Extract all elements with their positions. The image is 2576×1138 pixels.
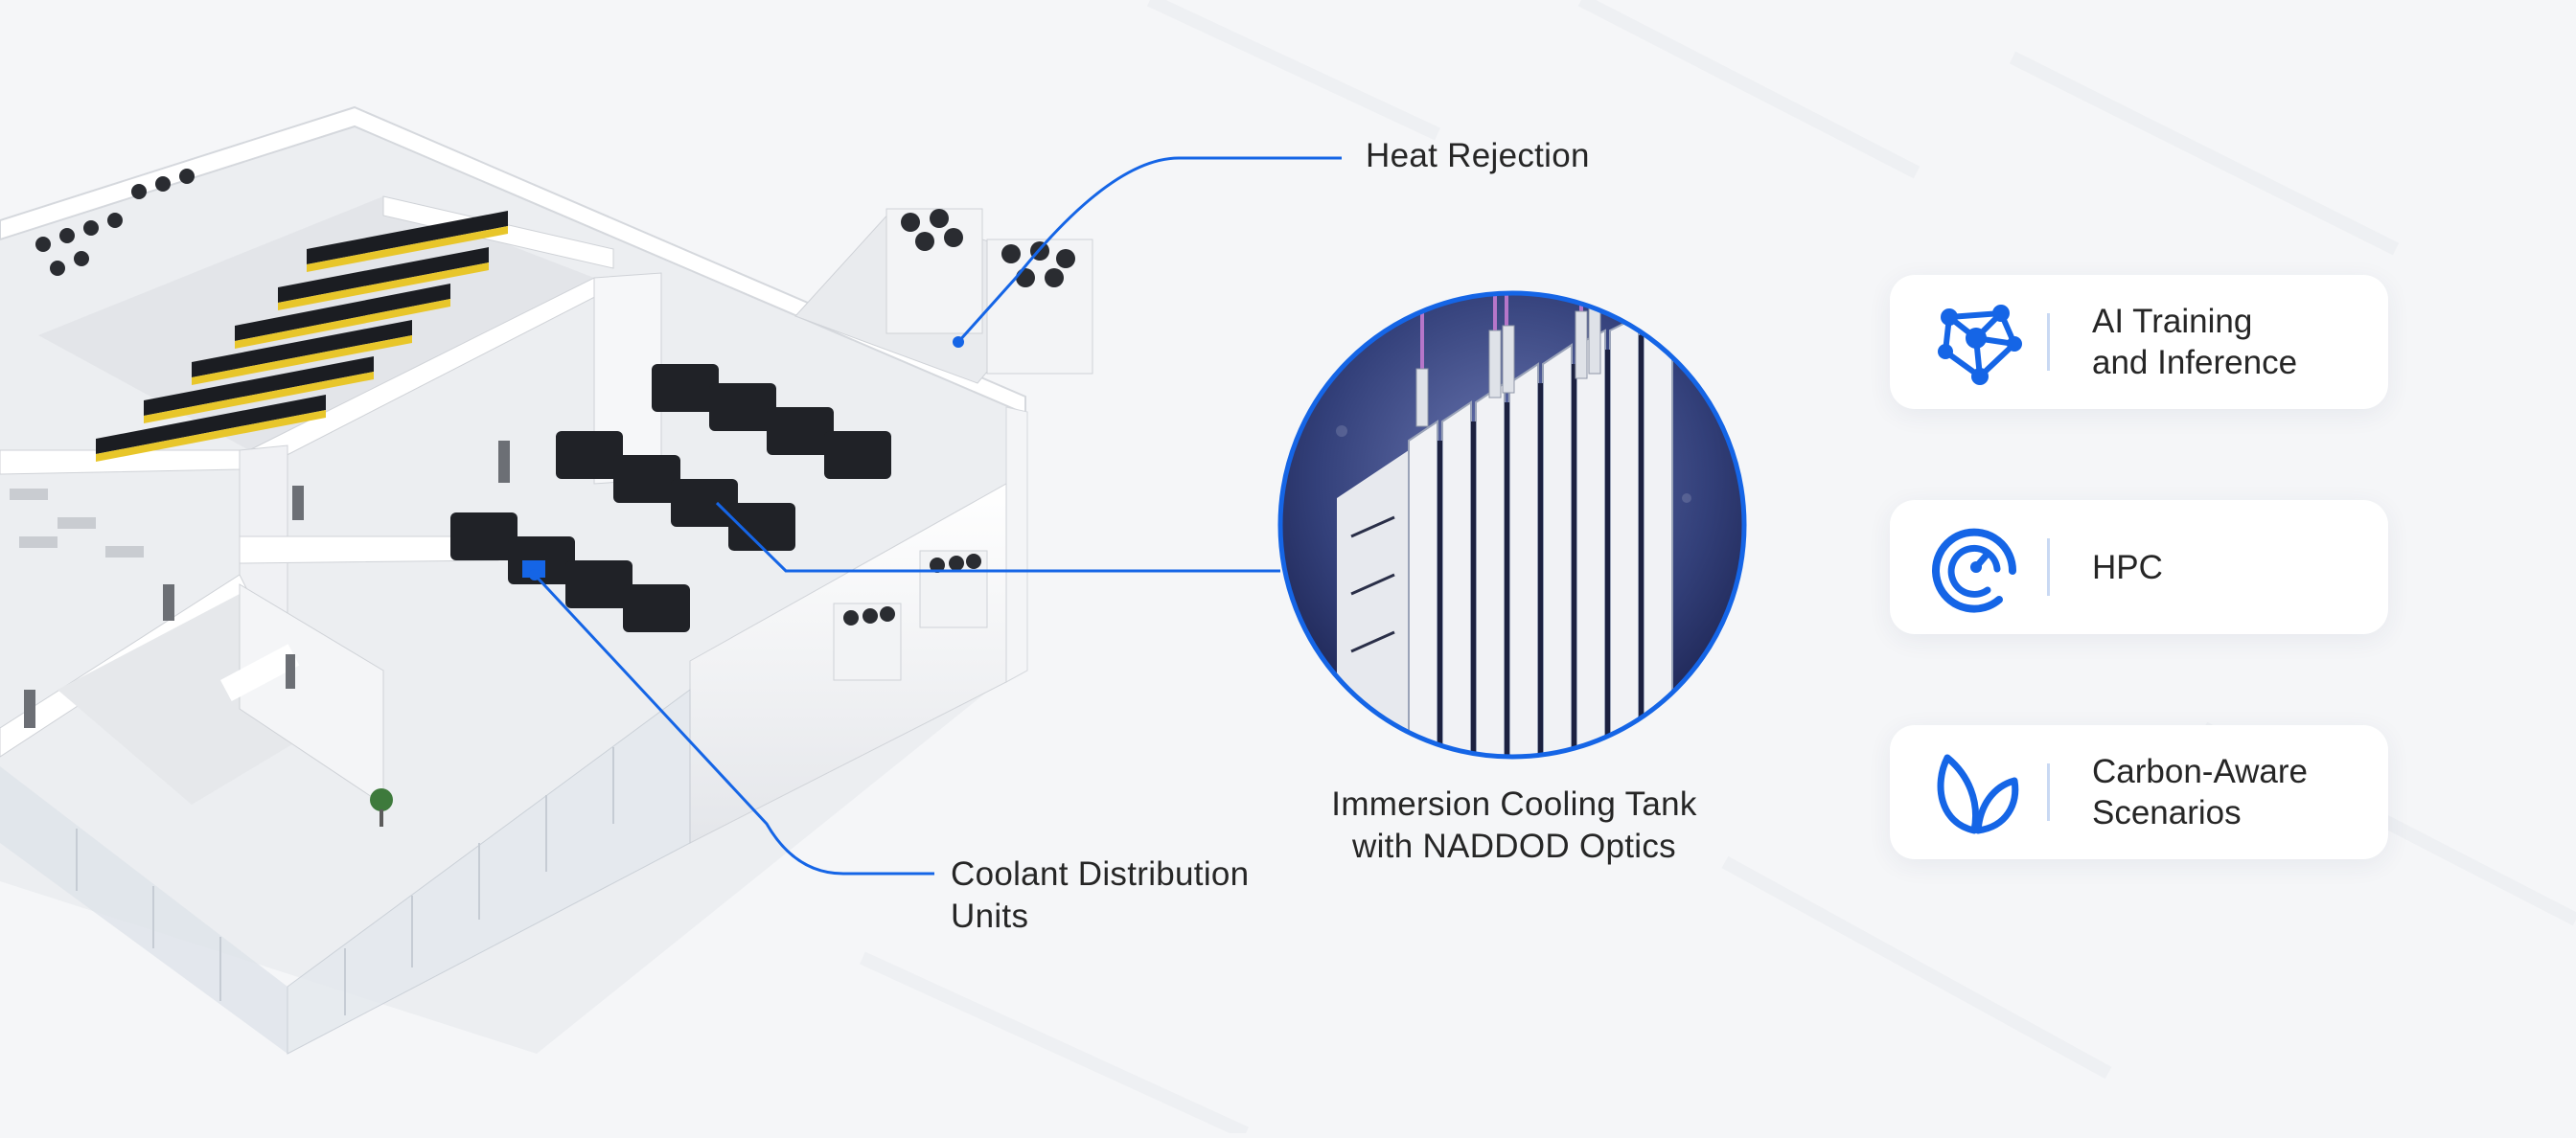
cdu-label-line2: Units (951, 898, 1029, 935)
feature-card-carbon-aware: Carbon-Aware Scenarios (1890, 725, 2388, 859)
card-separator (2047, 763, 2050, 821)
feature-label: AI Training and Inference (2092, 301, 2297, 383)
feature-label-line2: Scenarios (2092, 794, 2242, 831)
cdu-leader (533, 573, 934, 876)
callout-lines (529, 156, 1342, 876)
heat-rejection-label: Heat Rejection (1366, 137, 1590, 174)
feature-label-line1: AI Training (2092, 303, 2253, 340)
feature-label-line2: and Inference (2092, 344, 2298, 381)
card-separator (2047, 313, 2050, 371)
tank-leader (715, 501, 1280, 573)
card-separator (2047, 538, 2050, 596)
feature-label-line1: Carbon-Aware (2092, 753, 2309, 790)
coolant-distribution-units (450, 364, 891, 632)
cdu-label: Coolant Distribution Units (951, 854, 1249, 938)
feature-label-line1: HPC (2092, 548, 2163, 586)
speed-gauge-icon (1928, 519, 2024, 615)
heat-rejection-units (35, 169, 1093, 681)
tank-label-line2: with NADDOD Optics (1352, 828, 1676, 865)
feature-label: HPC (2092, 547, 2163, 588)
immersion-tank-image (1277, 290, 1747, 760)
tank-label: Immersion Cooling Tank with NADDOD Optic… (1275, 784, 1754, 868)
heat-rejection-leader (956, 156, 1342, 344)
background-pattern (860, 0, 2576, 1138)
server-racks (10, 211, 508, 558)
network-nodes-icon (1928, 294, 2024, 390)
tank-boards (1337, 293, 1673, 757)
leaf-icon (1928, 744, 2024, 840)
tank-label-line1: Immersion Cooling Tank (1331, 785, 1697, 823)
cdu-label-line1: Coolant Distribution (951, 855, 1250, 893)
feature-label: Carbon-Aware Scenarios (2092, 751, 2308, 833)
feature-card-hpc: HPC (1890, 500, 2388, 634)
feature-card-ai-training: AI Training and Inference (1890, 275, 2388, 409)
tank-circle-border (1277, 290, 1747, 760)
